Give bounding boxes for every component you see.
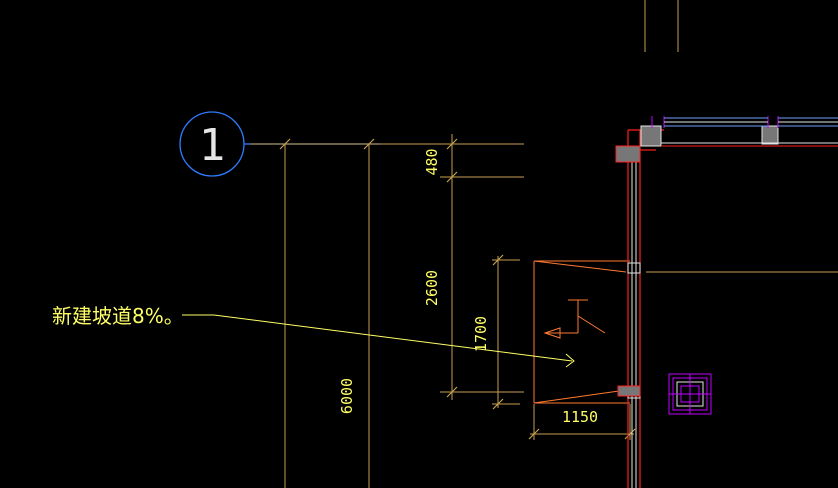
axis-label: 1 xyxy=(199,120,226,171)
dim-ticks xyxy=(279,138,504,410)
ramp xyxy=(533,260,630,404)
extension-lines xyxy=(250,143,524,405)
dim-2600-label: 2600 xyxy=(423,270,441,306)
dim-1700-label: 1700 xyxy=(472,316,490,352)
wall xyxy=(627,129,664,488)
dim-1150 xyxy=(528,404,636,440)
dim-6000-label: 6000 xyxy=(338,378,356,414)
column-hatch xyxy=(615,125,779,397)
ramp-arrow-symbol xyxy=(543,299,606,339)
dim-480-label: 480 xyxy=(423,148,441,175)
magenta-column-symbol xyxy=(668,373,712,415)
vertical-dim-lines xyxy=(284,134,499,488)
window-top xyxy=(651,116,838,147)
top-lines xyxy=(644,0,679,52)
ramp-annotation: 新建坡道8%。 xyxy=(52,304,184,328)
leader xyxy=(182,314,575,368)
axis-bubble: 1 xyxy=(179,111,245,177)
dim-1150-label: 1150 xyxy=(562,408,598,426)
